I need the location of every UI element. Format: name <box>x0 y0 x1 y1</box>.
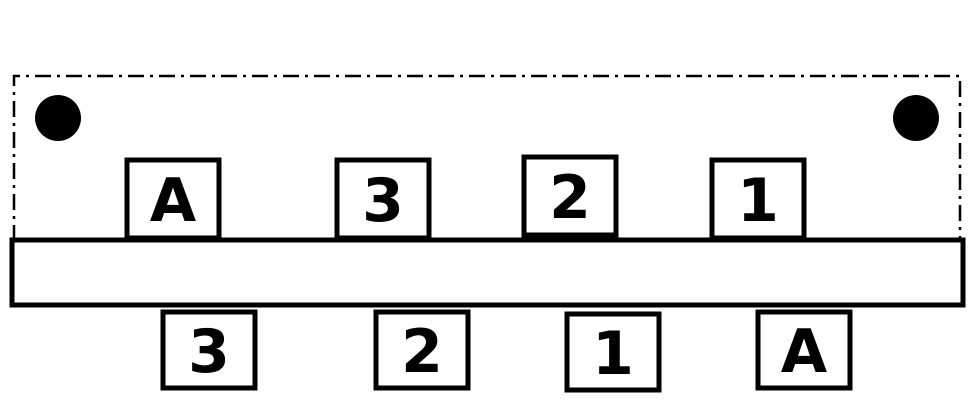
connector-bar <box>9 237 966 308</box>
top-pin-1-label: 1 <box>737 166 779 236</box>
bottom-pin-2: 2 <box>373 309 471 391</box>
bottom-pin-1-box <box>564 311 662 393</box>
bottom-pin-A-box <box>755 309 853 391</box>
top-pin-A-label: A <box>150 166 197 236</box>
housing-outline <box>12 74 962 241</box>
top-pin-2: 2 <box>521 154 619 238</box>
bottom-pin-3: 3 <box>160 309 258 391</box>
bottom-pin-2-label: 2 <box>401 317 443 387</box>
top-pin-A: A <box>124 157 222 241</box>
bottom-pin-A: A <box>755 309 853 391</box>
bottom-pin-A-label: A <box>781 317 828 387</box>
mounting-hole-right-icon <box>893 95 939 141</box>
top-pin-2-box <box>521 154 619 238</box>
bottom-pin-2-box <box>373 309 471 391</box>
mounting-hole-left-icon <box>35 95 81 141</box>
top-pin-2-label: 2 <box>549 163 591 233</box>
top-pin-3: 3 <box>334 157 432 241</box>
top-pin-1: 1 <box>709 157 807 241</box>
top-pin-3-label: 3 <box>362 166 404 236</box>
bottom-pin-3-label: 3 <box>188 317 230 387</box>
bottom-pin-3-box <box>160 309 258 391</box>
bottom-pin-1: 1 <box>564 311 662 393</box>
bottom-pin-1-label: 1 <box>592 319 634 389</box>
